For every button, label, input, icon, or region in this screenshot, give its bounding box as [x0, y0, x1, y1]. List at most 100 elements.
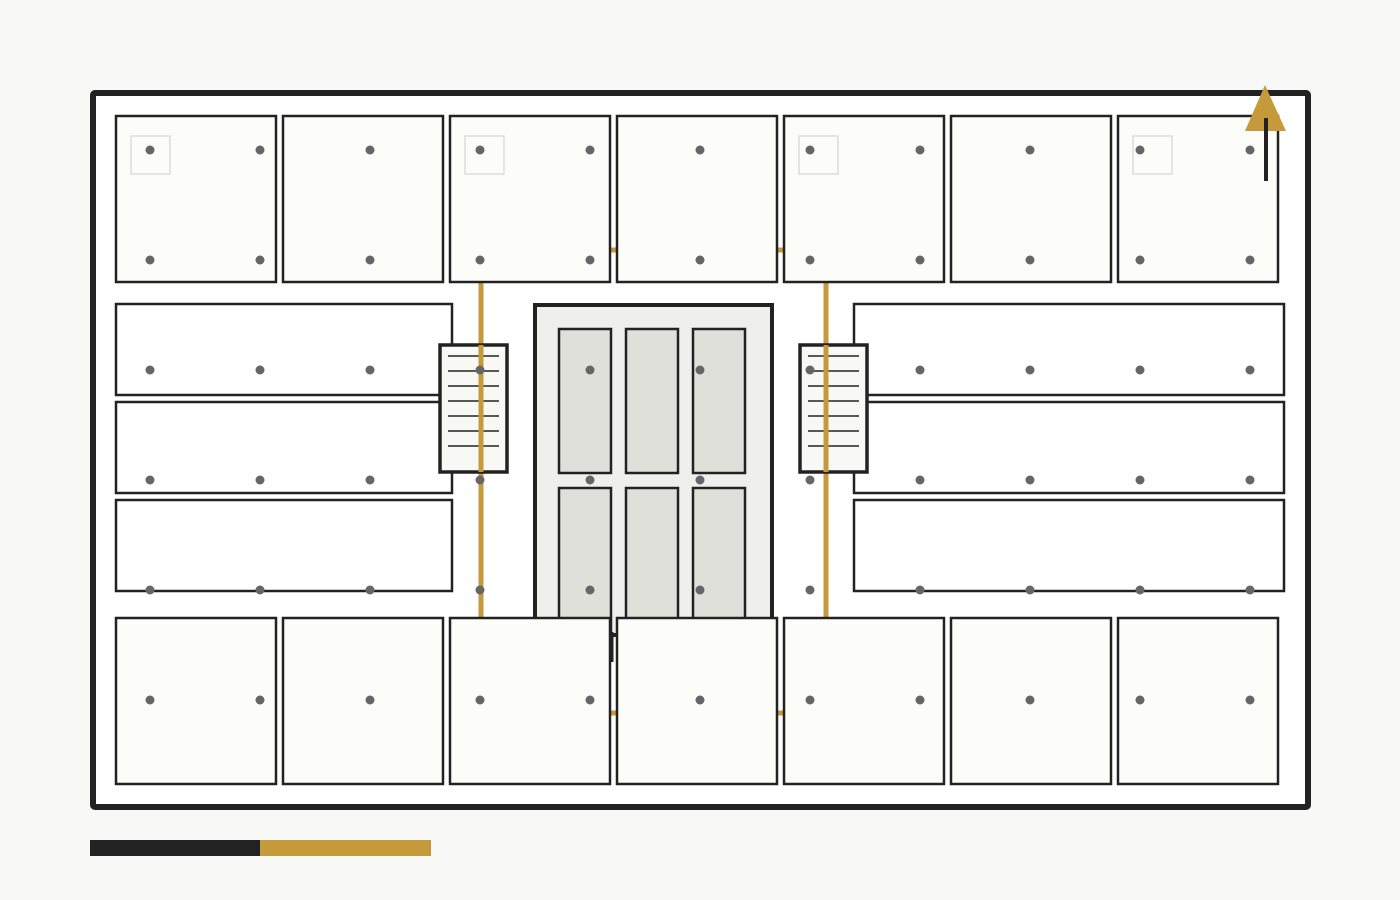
column-dot [915, 255, 925, 265]
column-dot [805, 255, 815, 265]
column-dot [365, 145, 375, 155]
column-dot [1135, 475, 1145, 485]
column-dot [255, 255, 265, 265]
left-wide-rooms [114, 302, 454, 593]
column-dot [365, 365, 375, 375]
column-dot [255, 475, 265, 485]
column-dot [1245, 255, 1255, 265]
column-dot [1135, 145, 1145, 155]
column-dot [365, 695, 375, 705]
room-top-4 [615, 114, 779, 284]
column-dot [695, 585, 705, 595]
column-dot [365, 475, 375, 485]
column-dot [475, 145, 485, 155]
stair-left-outline [438, 343, 509, 474]
room-top-3 [448, 114, 612, 284]
top-room-fixtures [130, 135, 1173, 175]
column-dot [1245, 475, 1255, 485]
column-dot [695, 365, 705, 375]
room-bottom-2 [281, 616, 445, 786]
room-left-2 [114, 400, 454, 495]
column-dot [365, 585, 375, 595]
column-dot [255, 585, 265, 595]
room-top-6 [949, 114, 1113, 284]
column-dot [1025, 145, 1035, 155]
column-dot [1025, 255, 1035, 265]
column-dot [915, 475, 925, 485]
column-dot [1245, 695, 1255, 705]
column-dot [585, 365, 595, 375]
fixture-square [798, 135, 839, 175]
stair-right [798, 343, 869, 474]
scale-bar [90, 840, 431, 856]
column-dot [1135, 255, 1145, 265]
bottom-room-row [114, 616, 1280, 786]
column-dot [585, 255, 595, 265]
fixture-square [130, 135, 171, 175]
column-dot [915, 695, 925, 705]
room-bottom-1 [114, 616, 278, 786]
column-dot [145, 695, 155, 705]
room-top-7 [1116, 114, 1280, 284]
stair-right-outline [798, 343, 869, 474]
room-right-2 [852, 400, 1286, 495]
column-dot [145, 145, 155, 155]
column-dot [805, 585, 815, 595]
column-dot [1025, 475, 1035, 485]
room-left-3 [114, 498, 454, 593]
column-dot [1245, 145, 1255, 155]
column-dot [585, 585, 595, 595]
column-dot [805, 145, 815, 155]
column-dot [695, 695, 705, 705]
scale-bar-segment-dark [90, 840, 260, 856]
column-dot [805, 695, 815, 705]
column-dot [695, 145, 705, 155]
column-dot [145, 585, 155, 595]
column-dot [1025, 585, 1035, 595]
right-wide-rooms [852, 302, 1286, 593]
core-panel [691, 327, 747, 475]
room-right-1 [852, 302, 1286, 397]
column-grid [145, 145, 1255, 705]
column-dot [1135, 365, 1145, 375]
column-dot [1135, 695, 1145, 705]
room-left-1 [114, 302, 454, 397]
column-dot [145, 365, 155, 375]
room-top-2 [281, 114, 445, 284]
column-dot [475, 365, 485, 375]
column-dot [695, 255, 705, 265]
core-panel [624, 327, 680, 475]
column-dot [1245, 365, 1255, 375]
north-arrow-head [1245, 85, 1286, 131]
column-dot [695, 475, 705, 485]
column-dot [255, 145, 265, 155]
core-panel [557, 327, 613, 475]
column-dot [475, 695, 485, 705]
column-dot [915, 145, 925, 155]
fixture-square [1132, 135, 1173, 175]
room-top-5 [782, 114, 946, 284]
central-core [533, 303, 774, 662]
core-panel [624, 486, 680, 634]
scale-bar-segment-accent [260, 840, 431, 856]
north-arrow-icon [1245, 85, 1286, 181]
core-panel [691, 486, 747, 634]
column-dot [915, 365, 925, 375]
column-dot [475, 585, 485, 595]
column-dot [915, 585, 925, 595]
column-dot [365, 255, 375, 265]
column-dot [1025, 695, 1035, 705]
room-right-3 [852, 498, 1286, 593]
column-dot [1135, 585, 1145, 595]
core-panel [557, 486, 613, 634]
column-dot [255, 695, 265, 705]
column-dot [805, 475, 815, 485]
top-room-row [114, 114, 1280, 284]
column-dot [475, 255, 485, 265]
column-dot [255, 365, 265, 375]
column-dot [145, 255, 155, 265]
stair-left [438, 343, 509, 474]
column-dot [805, 365, 815, 375]
column-dot [585, 145, 595, 155]
